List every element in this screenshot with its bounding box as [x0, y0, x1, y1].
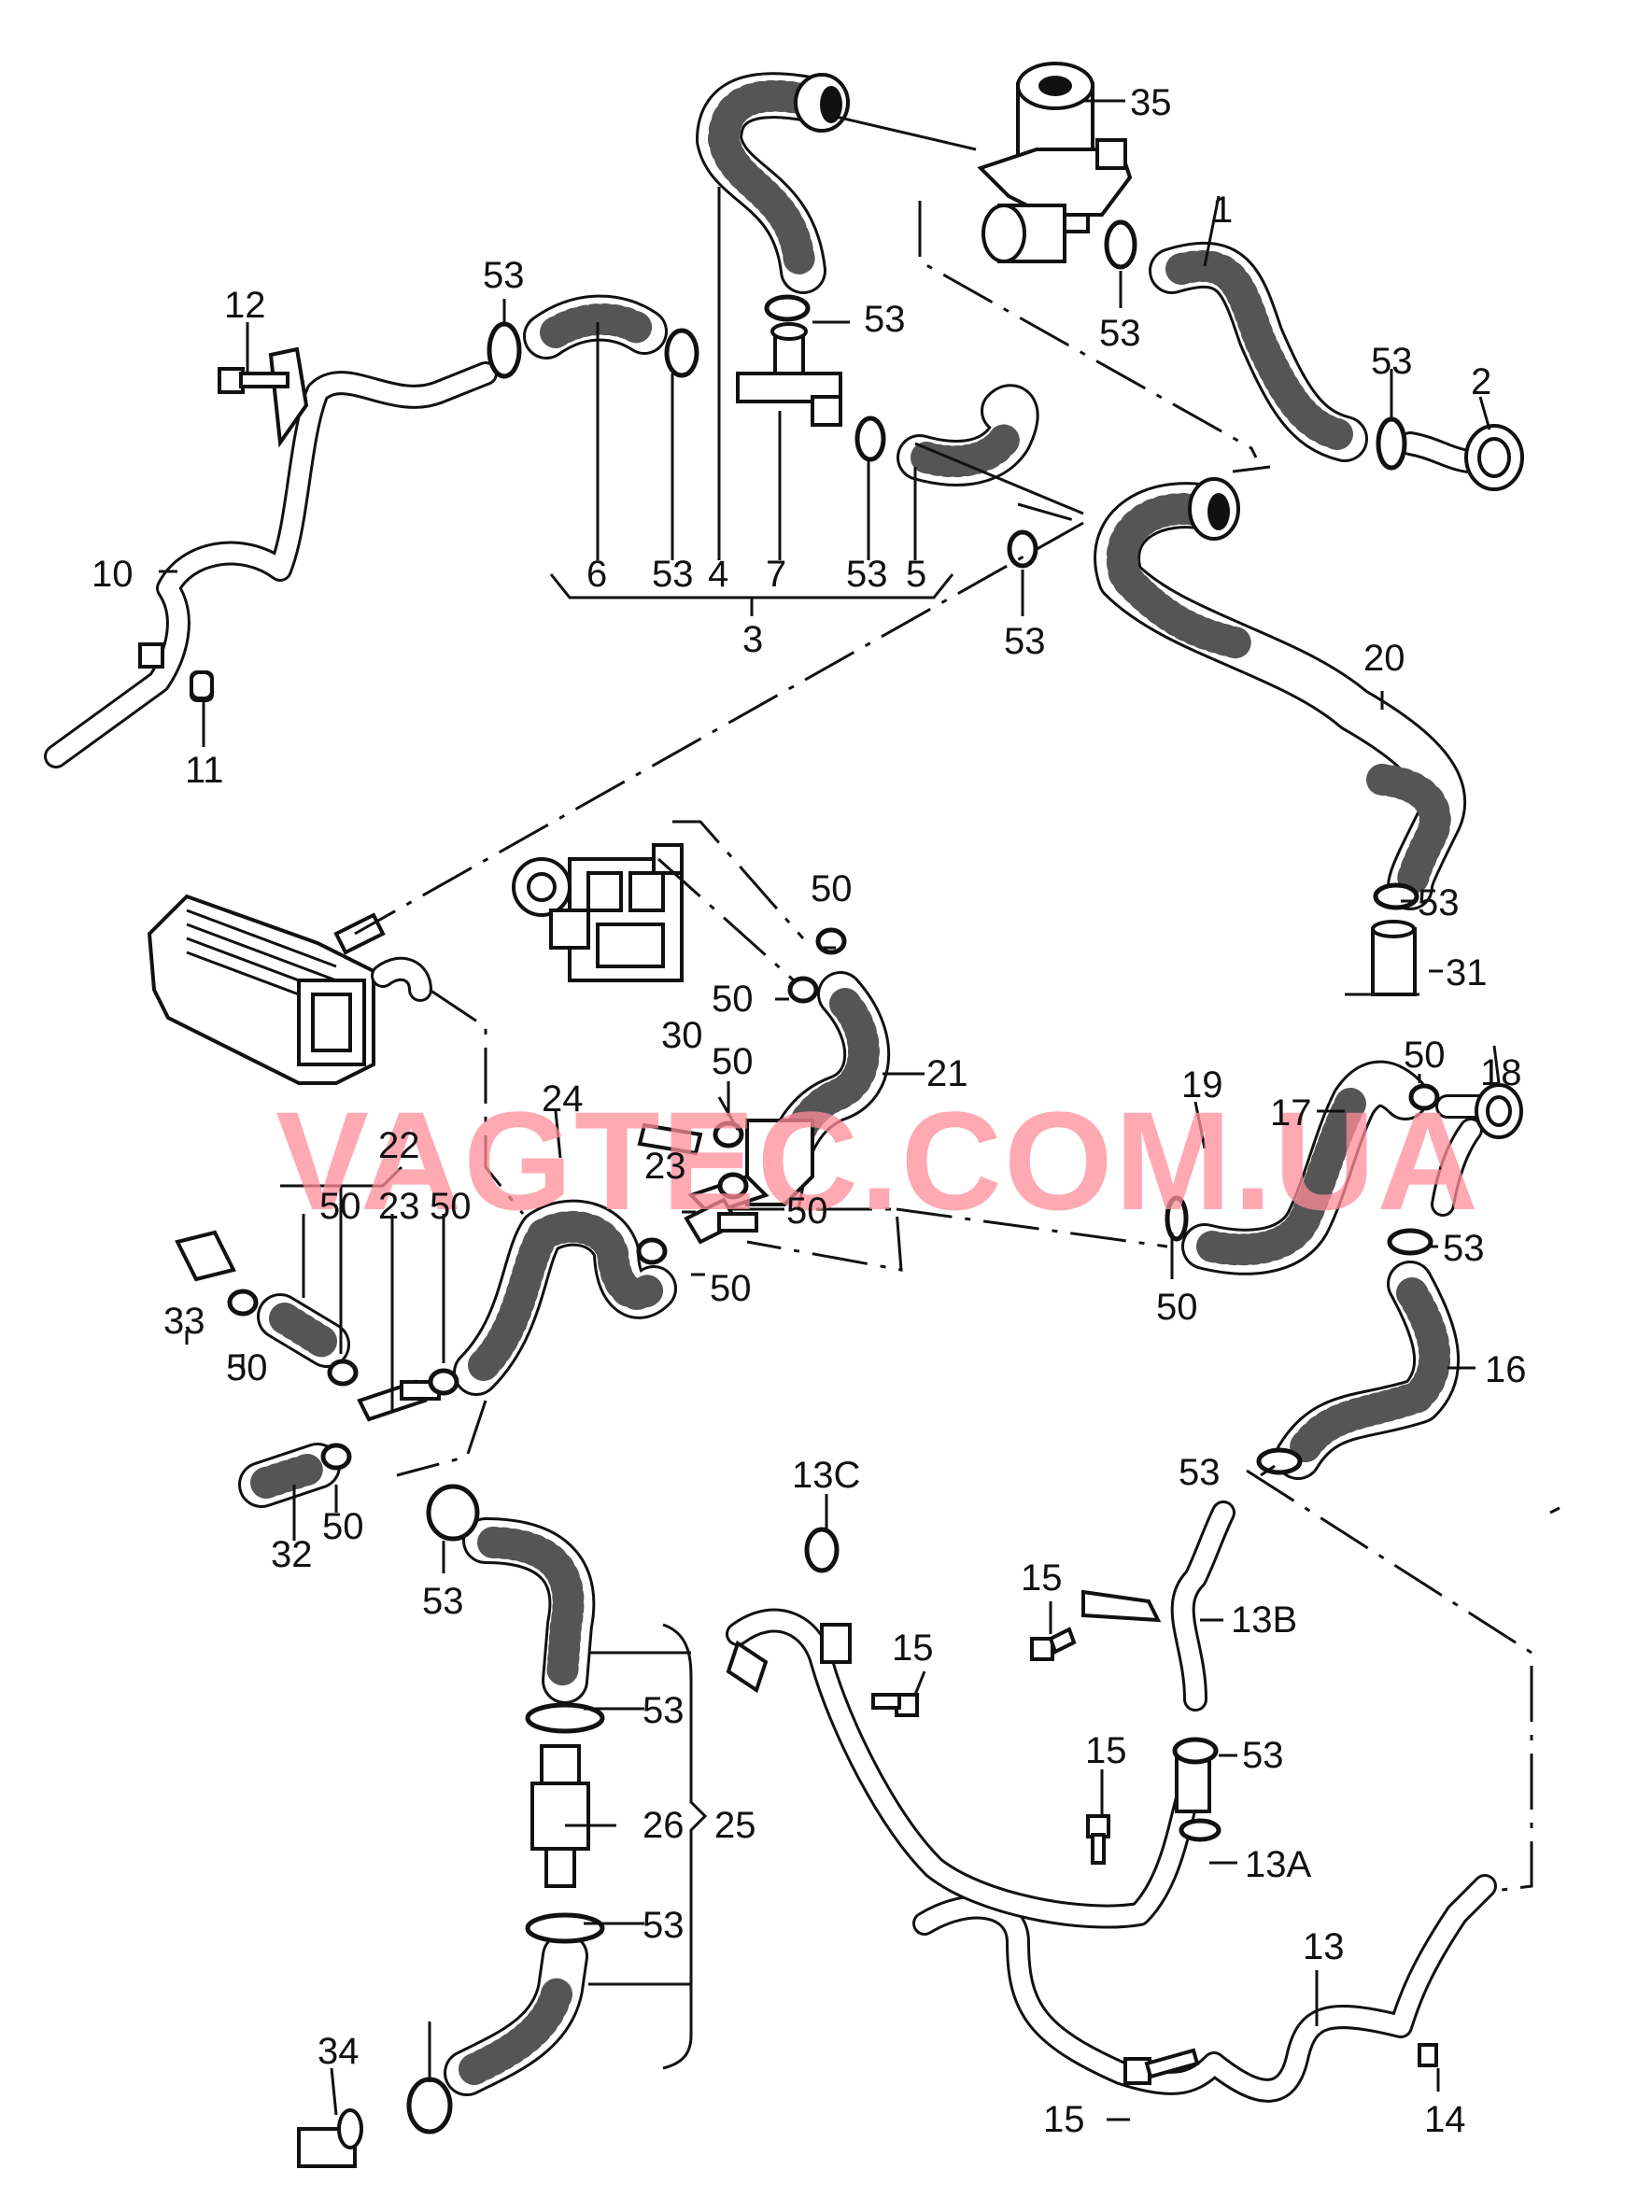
label-3: 3	[742, 619, 763, 660]
label-1: 1	[1212, 190, 1233, 231]
label-53-group-b: 53	[846, 554, 888, 595]
label-53-13a: 53	[1242, 1735, 1284, 1776]
hose-clamps	[227, 219, 1440, 2135]
label-11: 11	[185, 750, 224, 791]
label-23-bracket: 23	[644, 1146, 686, 1187]
t-piece-7	[736, 322, 842, 427]
label-53-right: 53	[1371, 341, 1413, 382]
hose-22-long	[453, 1199, 677, 1396]
bolt-12	[218, 367, 289, 394]
hose-upper-25	[462, 1517, 596, 1704]
egr-cooler	[147, 894, 432, 1085]
label-17: 17	[1270, 1092, 1312, 1134]
label-50-bracket: 50	[712, 1041, 754, 1082]
label-13a: 13A	[1245, 1844, 1311, 1885]
label-5: 5	[906, 554, 926, 595]
fitting-23b	[684, 1197, 758, 1245]
label-15-pipe: 15	[892, 1627, 934, 1669]
hose-lower-25	[444, 1933, 588, 2096]
label-10: 10	[92, 554, 134, 595]
pipe-31	[1345, 920, 1419, 996]
label-50-fitting: 50	[710, 1268, 752, 1309]
connector-2	[1398, 424, 1524, 491]
label-53-col-top: 53	[642, 1690, 685, 1731]
valve-35	[977, 62, 1133, 263]
pipe-13a-13b	[726, 1500, 1235, 1929]
label-31: 31	[1446, 952, 1488, 993]
hose-5	[897, 385, 1039, 486]
label-16: 16	[1485, 1349, 1527, 1390]
pipe-13	[912, 1874, 1497, 2103]
hose-6	[523, 294, 668, 359]
label-53-valve: 53	[1099, 313, 1141, 354]
hose-4	[696, 72, 850, 294]
t-fitting-26	[530, 1744, 590, 1888]
label-7: 7	[766, 554, 786, 595]
label-50-bracket-low: 50	[786, 1191, 828, 1232]
label-24: 24	[542, 1078, 584, 1120]
label-20: 20	[1363, 638, 1405, 679]
callout-labels: 35 1 53 53 53 2 12 53 10 11 6 53 4 7 53 …	[92, 82, 1527, 2140]
label-18: 18	[1480, 1052, 1522, 1093]
label-15-mid: 15	[1085, 1730, 1127, 1771]
label-50-pump-left: 50	[712, 979, 754, 1020]
pipe-34	[297, 2108, 363, 2168]
leader-lines	[159, 99, 1501, 2121]
label-33: 33	[163, 1301, 205, 1342]
label-50-left-d: 50	[322, 1506, 364, 1547]
label-32: 32	[271, 1534, 313, 1575]
label-14: 14	[1424, 2099, 1466, 2140]
label-2: 2	[1471, 361, 1491, 402]
label-53-mid-left: 53	[422, 1581, 464, 1622]
label-19: 19	[1181, 1064, 1223, 1106]
bolts	[190, 670, 1200, 2085]
label-23-tee: 23	[378, 1186, 420, 1227]
label-53-top: 53	[864, 299, 906, 340]
hose-1	[1149, 241, 1368, 462]
label-34: 34	[318, 2031, 360, 2072]
hose-16	[1275, 1261, 1461, 1480]
hose-17	[1181, 1060, 1429, 1275]
label-12: 12	[224, 285, 266, 326]
small-hoses-left	[175, 1122, 703, 1508]
label-50-clip: 50	[1156, 1287, 1198, 1328]
label-26: 26	[642, 1805, 685, 1846]
hose-20	[1094, 477, 1466, 910]
label-50-left-b: 50	[430, 1186, 472, 1227]
label-53-hose20: 53	[1418, 882, 1460, 923]
label-53-upper-left: 53	[483, 255, 525, 296]
label-15-bottom: 15	[1043, 2099, 1085, 2140]
label-53-hose16-top: 53	[1443, 1228, 1485, 1269]
connector-18	[1431, 1083, 1523, 1217]
label-53-group-a: 53	[652, 554, 694, 595]
label-25: 25	[714, 1805, 756, 1846]
label-13: 13	[1303, 1926, 1345, 1967]
watermark-text: VAGTEC.COM.UA	[275, 1082, 1480, 1239]
label-13c: 13C	[792, 1455, 860, 1496]
pipe-10	[44, 346, 498, 768]
dash-dot-lines	[354, 201, 1560, 1893]
label-35: 35	[1130, 82, 1172, 123]
label-50-left-a: 50	[319, 1186, 361, 1227]
label-53-hose16-bottom: 53	[1179, 1452, 1221, 1493]
label-53-col-bottom: 53	[642, 1905, 685, 1946]
label-53-mid: 53	[1004, 621, 1046, 662]
label-6: 6	[586, 554, 607, 595]
label-15-bracket: 15	[1021, 1557, 1063, 1599]
label-13b: 13B	[1231, 1599, 1297, 1641]
label-4: 4	[708, 554, 728, 595]
label-22: 22	[378, 1125, 420, 1166]
label-50-right: 50	[1404, 1035, 1446, 1076]
label-30: 30	[661, 1015, 703, 1056]
pump-assembly	[512, 843, 684, 982]
label-50-left-c: 50	[226, 1347, 268, 1388]
label-50-pump-top: 50	[811, 868, 853, 909]
label-21: 21	[926, 1053, 968, 1094]
